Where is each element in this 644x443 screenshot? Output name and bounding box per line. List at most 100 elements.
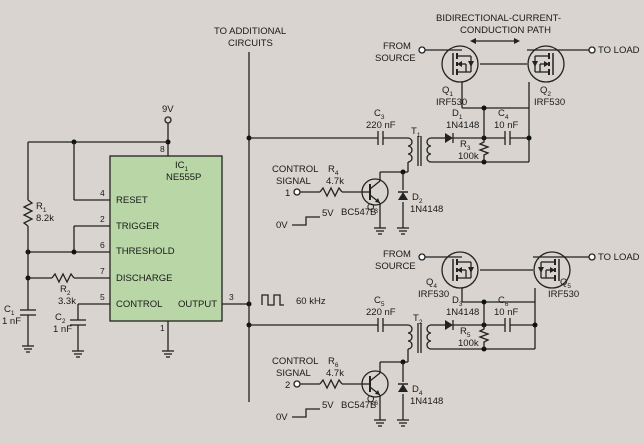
pulse-frequency-label: 60 kHz [296, 296, 326, 307]
load-terminal-1 [588, 46, 596, 54]
source-terminal-2 [418, 253, 426, 261]
upper-switch: BIDIRECTIONAL-CURRENT- CONDUCTION PATH F… [249, 13, 640, 235]
r3-value: 100k [458, 151, 479, 162]
q4-value: IRF530 [418, 289, 449, 300]
to-load-1: TO LOAD [598, 45, 640, 56]
control-pulse-2-icon [292, 408, 320, 418]
ic-ref: IC1 [175, 160, 189, 173]
timer-section: 9V IC1 NE555P RESET TRIGGER THRESHOLD DI… [2, 104, 326, 358]
r5-value: 100k [458, 338, 479, 349]
q2-mosfet [527, 45, 565, 83]
d3-ref: D3 [452, 295, 463, 308]
q2-value: IRF530 [534, 97, 565, 108]
c2-value: 1 nF [53, 324, 72, 335]
r6-resistor [319, 378, 343, 390]
d1-value: 1N4148 [446, 120, 479, 131]
r5-ref: R5 [460, 326, 471, 339]
to-load-2: TO LOAD [598, 252, 640, 263]
ic-part: NE555P [166, 172, 201, 183]
pin-3-number: 3 [229, 292, 234, 302]
d4-ref: D4 [412, 384, 423, 397]
q6-value: BC547B [341, 400, 376, 411]
q5-ref: Q5 [560, 277, 571, 290]
pin-5-number: 5 [100, 292, 105, 302]
pin-6-number: 6 [100, 240, 105, 250]
q5-value: IRF530 [548, 289, 579, 300]
t2-ref: T2 [413, 313, 423, 326]
q1-mosfet [441, 45, 479, 83]
r3-resistor [478, 138, 490, 162]
r2-value: 3.3k [58, 296, 76, 307]
supply-label: 9V [162, 104, 174, 115]
pin-1-number: 1 [160, 323, 165, 333]
d2-value: 1N4148 [410, 204, 443, 215]
five-v-1: 5V [322, 208, 334, 219]
source-terminal-1 [418, 46, 426, 54]
c4-value: 10 nF [494, 120, 518, 131]
r4-ref: R4 [328, 164, 339, 177]
t1-ref: T1 [411, 126, 421, 139]
pin-output-label: OUTPUT [178, 299, 217, 310]
path-label-line1: BIDIRECTIONAL-CURRENT- [436, 13, 561, 24]
q1-value: IRF530 [436, 97, 467, 108]
d2-ref: D2 [412, 192, 423, 205]
q4-ref: Q4 [426, 277, 437, 290]
control-signal-2-line1: CONTROL [272, 356, 318, 367]
r4-value: 4.7k [326, 176, 344, 187]
d1-ref: D1 [452, 108, 463, 121]
c6-value: 10 nF [494, 307, 518, 318]
c5-value: 220 nF [366, 307, 396, 318]
d2-diode [397, 191, 409, 201]
load-terminal-2 [588, 253, 596, 261]
pin-8-number: 8 [160, 144, 165, 154]
c6-ref: C6 [498, 295, 509, 308]
pin-4-number: 4 [100, 188, 105, 198]
control-signal-1-line2: SIGNAL [276, 176, 311, 187]
control-input-1-terminal[interactable] [293, 188, 301, 196]
c3-value: 220 nF [366, 120, 396, 131]
q2-ref: Q2 [540, 85, 551, 98]
control-pulse-1-icon [292, 216, 320, 226]
from-source-1-line1: FROM [383, 41, 411, 52]
pin-trigger-label: TRIGGER [116, 221, 159, 232]
from-source-2-line1: FROM [383, 249, 411, 260]
c1-ref: C1 [4, 304, 15, 317]
pin-reset-label: RESET [116, 195, 148, 206]
d3-diode [445, 320, 453, 330]
control-input-1-number: 1 [285, 188, 290, 199]
d4-diode [397, 383, 409, 393]
path-label-line2: CONDUCTION PATH [460, 25, 551, 36]
control-signal-1-line1: CONTROL [272, 164, 318, 175]
ne555-ic [109, 155, 223, 322]
d4-value: 1N4148 [410, 396, 443, 407]
c5-ref: C5 [374, 295, 385, 308]
bus: TO ADDITIONAL CIRCUITS [214, 26, 286, 402]
r1-value: 8.2k [36, 213, 54, 224]
lower-switch: FROM SOURCE TO LOAD Q4 IRF530 Q5 IRF530 … [249, 249, 640, 427]
t2-transformer [407, 324, 413, 350]
zero-v-2: 0V [276, 412, 288, 423]
control-input-2-terminal[interactable] [293, 380, 301, 388]
d1-diode [445, 133, 453, 143]
r2-resistor [51, 272, 75, 284]
q6-transistor [361, 365, 389, 405]
pin-2-number: 2 [100, 214, 105, 224]
from-source-2-line2: SOURCE [375, 261, 416, 272]
q3-ref: Q3 [367, 202, 378, 215]
q1-ref: Q1 [442, 85, 453, 98]
from-source-1-line2: SOURCE [375, 53, 416, 64]
d3-value: 1N4148 [446, 307, 479, 318]
bus-label-line1: TO ADDITIONAL [214, 26, 286, 37]
q6-ref: Q6 [367, 394, 378, 407]
control-signal-2-line2: SIGNAL [276, 368, 311, 379]
c1-value: 1 nF [2, 316, 21, 327]
supply-terminal [164, 116, 172, 124]
five-v-2: 5V [322, 400, 334, 411]
r1-ref: R1 [36, 201, 47, 214]
pin-control-label: CONTROL [116, 299, 162, 310]
r3-ref: R3 [460, 139, 471, 152]
c3-ref: C3 [374, 108, 385, 121]
c4-ref: C4 [498, 108, 509, 121]
control-input-2-number: 2 [285, 380, 290, 391]
q3-value: BC547B [341, 207, 376, 218]
